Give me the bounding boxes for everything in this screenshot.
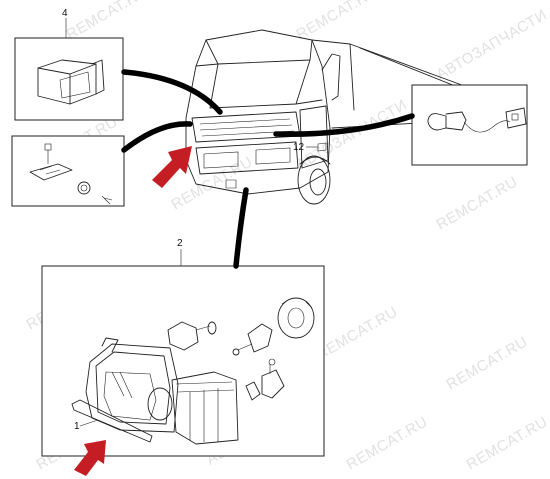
watermark-text: REMCAT.RU <box>444 333 531 393</box>
leader-line <box>233 187 249 269</box>
watermark-text: АВТОЗАПЧАСТИ <box>434 6 550 83</box>
callout-2: 2 <box>177 238 183 249</box>
leader-lines <box>121 69 415 269</box>
red-arrow-cab <box>152 146 192 188</box>
callout-12: 12 <box>293 142 305 153</box>
watermark-text: REMCAT.RU <box>314 303 401 363</box>
detail-box-lamp-holder <box>11 135 125 207</box>
leader-line <box>121 121 193 153</box>
leader-line <box>273 113 415 137</box>
watermark-text: REMCAT.RU <box>64 0 151 43</box>
watermark-text: REMCAT.RU <box>434 173 521 233</box>
detail-box-bulb-plug <box>411 84 528 166</box>
watermark-text: REMCAT.RU <box>294 0 381 43</box>
leader-line <box>121 69 223 115</box>
callout-4: 4 <box>62 8 68 19</box>
red-arrow-seal <box>74 440 106 476</box>
watermark-text: REMCAT.RU <box>344 413 431 473</box>
detail-box-4: 4 <box>14 8 124 121</box>
watermark-text: REMCAT.RU <box>464 413 550 473</box>
detail-box-headlamp: 2 <box>41 238 325 457</box>
callout-1: 1 <box>74 421 80 432</box>
